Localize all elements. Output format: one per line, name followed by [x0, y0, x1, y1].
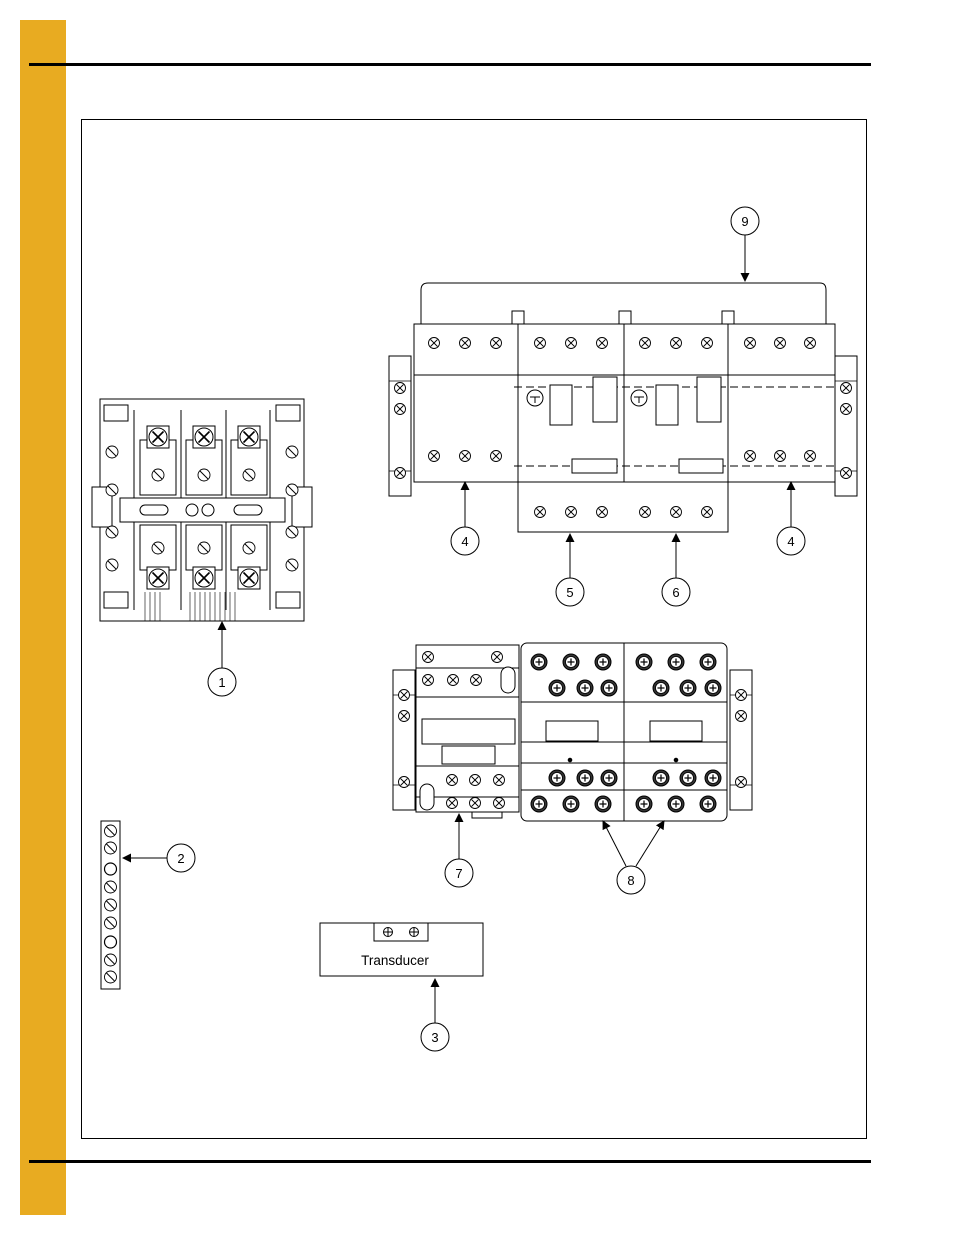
- transducer: [320, 923, 483, 976]
- reversing-contactor-assembly: [389, 283, 857, 532]
- callout-4-left-label: 4: [461, 534, 468, 549]
- callout-5-label: 5: [566, 585, 573, 600]
- callout-1-label: 1: [218, 675, 225, 690]
- three-phase-disconnect-block: [92, 399, 312, 621]
- callout-9-label: 9: [741, 214, 748, 229]
- terminal-strip: [101, 821, 120, 989]
- callout-7-label: 7: [455, 866, 462, 881]
- control-relay-module: [393, 645, 519, 818]
- transducer-label: Transducer: [361, 953, 429, 968]
- callout-6-label: 6: [672, 585, 679, 600]
- callout-2-label: 2: [177, 851, 184, 866]
- callout-4-right-label: 4: [787, 534, 794, 549]
- contactor-pair: [521, 643, 752, 821]
- callout-8-label: 8: [627, 873, 634, 888]
- callout-3-label: 3: [431, 1030, 438, 1045]
